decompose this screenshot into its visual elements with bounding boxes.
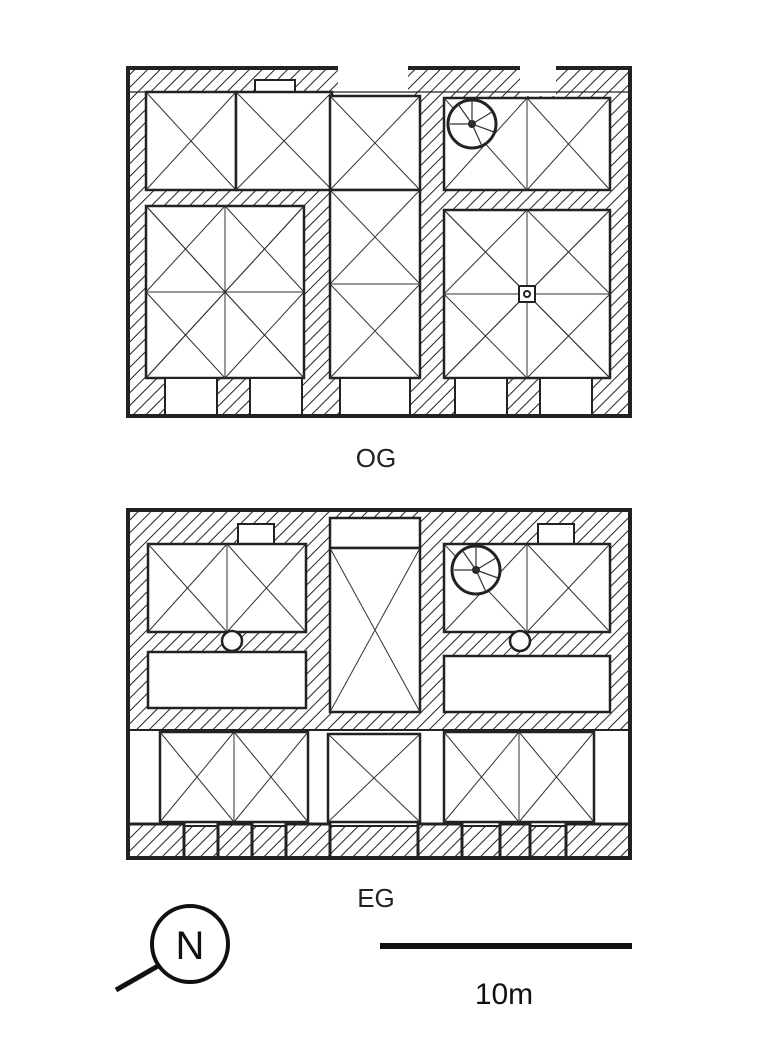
north-arrow-icon: N (114, 904, 230, 993)
og-hall-north (328, 94, 422, 192)
scale-label: 10m (475, 978, 533, 1011)
og-room-n2 (234, 90, 334, 192)
eg-room-sw (158, 730, 310, 824)
og-room-se (442, 208, 612, 380)
eg-hall (328, 546, 422, 714)
spiral-staircase-icon (446, 98, 498, 150)
og-room-nw (144, 90, 238, 192)
eg-room-s-center (326, 732, 422, 824)
og-hall-south (328, 188, 422, 380)
eg-room-se (442, 730, 596, 824)
ground-floor-label: EG (357, 883, 395, 913)
spiral-staircase-icon (450, 544, 502, 596)
north-label: N (176, 924, 205, 968)
ground-floor-plan (126, 508, 632, 860)
eg-room-w-plain (146, 650, 308, 710)
eg-room-nw (146, 542, 308, 634)
og-room-sw (144, 204, 306, 380)
eg-room-e-plain (442, 654, 612, 714)
upper-floor-plan (126, 66, 632, 418)
eg-hall-north (328, 516, 422, 550)
upper-floor-label: OG (356, 443, 396, 473)
scale-bar: 10m (380, 943, 632, 1011)
